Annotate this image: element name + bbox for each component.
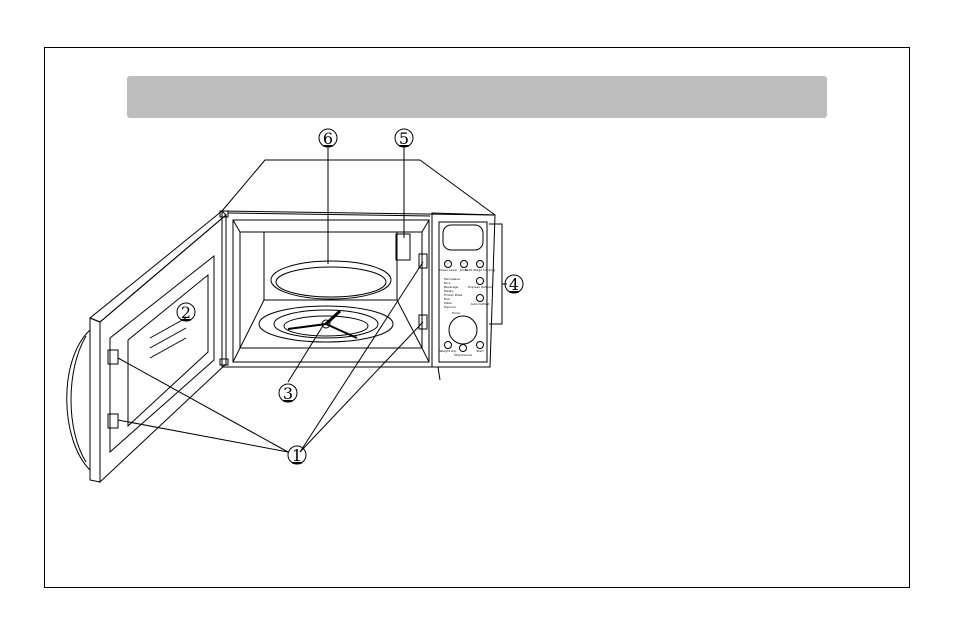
menu-item-7: Popcorn [444,305,456,309]
hinge-lower [220,359,228,365]
callout-1: 1 [292,446,302,465]
door [67,211,226,482]
roller-ring [259,306,393,342]
panel-label-express-defrost: Express Defrost [468,285,492,289]
oven-cavity [233,220,429,362]
panel-label-auto-defrost: Auto Defrost [471,302,491,306]
glass-tray [271,261,391,299]
panel-label-start: Start [476,349,484,353]
callout-5: 5 [399,129,409,148]
panel-label-multistage: Multi-Stage Cooking [465,268,495,272]
panel-label-stop: Stop/Cancel [454,353,472,357]
panel-bracket [489,224,502,324]
panel-label-power: Power Level [439,268,457,272]
callout-6: 6 [323,129,333,148]
panel-label-dial: Timer [451,311,461,315]
callout-3: 3 [283,384,293,403]
callout-2: 2 [181,303,191,322]
waveguide-cover [396,234,410,260]
callout-4: 4 [509,275,519,294]
